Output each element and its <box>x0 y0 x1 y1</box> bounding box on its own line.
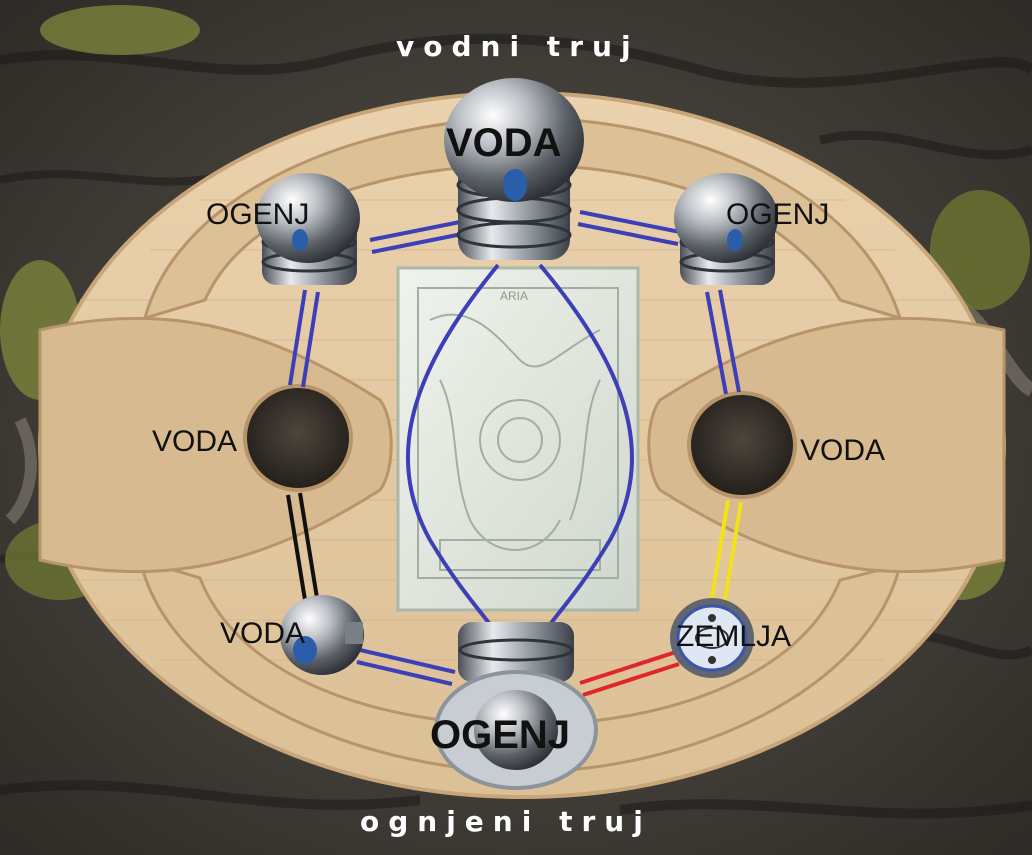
element-lower-right <box>670 598 754 678</box>
groove-top <box>142 116 903 321</box>
hole-right <box>687 391 797 499</box>
links-black <box>286 492 319 601</box>
hole-left <box>243 384 353 492</box>
groove-bottom <box>137 557 903 774</box>
node-label-lower-left: VODA <box>220 617 306 650</box>
links-red <box>579 650 680 697</box>
element-bottom-center <box>434 622 598 790</box>
node-label-upper-right: OGENJ <box>726 198 830 231</box>
node-label-upper-left: OGENJ <box>206 198 310 231</box>
glass-plate <box>396 266 640 612</box>
node-label-middle-right: VODA <box>800 434 886 467</box>
element-lower-left <box>280 595 364 675</box>
element-upper-right <box>674 173 778 285</box>
element-top-center <box>444 78 584 260</box>
node-label-bottom-center: OGENJ <box>430 713 571 757</box>
plate-label: ARIA <box>500 289 528 303</box>
element-upper-left <box>256 173 360 285</box>
flow-label-top: vodni truj <box>396 30 640 63</box>
node-label-top-center: VODA <box>446 121 562 165</box>
links-yellow <box>710 499 743 601</box>
node-label-middle-left: VODA <box>152 425 238 458</box>
node-label-lower-right: ZEMLJA <box>676 620 792 653</box>
links-blue <box>288 210 741 686</box>
flow-label-bottom: ognjeni truj <box>360 805 652 838</box>
